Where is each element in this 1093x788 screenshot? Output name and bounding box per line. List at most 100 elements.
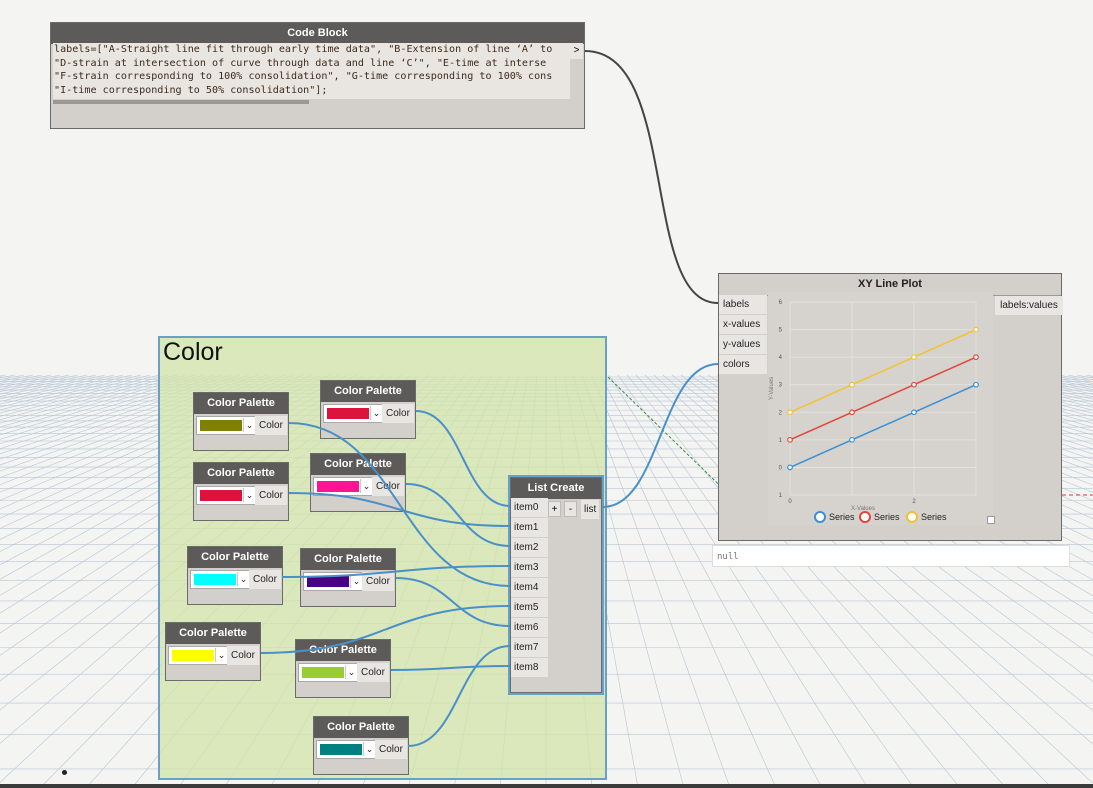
color-swatch	[302, 667, 344, 678]
chevron-down-icon[interactable]: ⌄	[360, 479, 372, 493]
list-input-port[interactable]: item5	[511, 598, 548, 617]
legend-label: Series	[874, 512, 900, 522]
y-tick-label: 0	[779, 465, 783, 471]
color-palette-node[interactable]: Color Palette ⌄ Color	[187, 546, 283, 605]
xy-input-port[interactable]: labels	[719, 295, 767, 314]
legend-item: Series	[859, 511, 900, 523]
color-swatch-box[interactable]: ⌄	[323, 404, 383, 423]
data-point	[911, 409, 917, 416]
color-swatch-box[interactable]: ⌄	[303, 572, 363, 591]
list-input-port[interactable]: item8	[511, 658, 548, 677]
chevron-down-icon[interactable]: ⌄	[345, 665, 357, 679]
data-point	[973, 354, 979, 361]
data-point	[911, 354, 917, 361]
xy-input-port[interactable]: colors	[719, 355, 767, 374]
y-tick-label: 3	[779, 383, 783, 389]
xy-input-port[interactable]: x-values	[719, 315, 767, 334]
list-input-port[interactable]: item3	[511, 558, 548, 577]
color-swatch	[172, 650, 214, 661]
preview-checkbox[interactable]	[987, 516, 995, 524]
list-input-port[interactable]: item1	[511, 518, 548, 537]
legend-marker-icon	[859, 511, 871, 523]
color-swatch-box[interactable]: ⌄	[298, 663, 358, 682]
xy-input-port[interactable]: y-values	[719, 335, 767, 354]
color-palette-node[interactable]: Color Palette ⌄ Color	[310, 453, 406, 512]
group-title: Color	[163, 338, 223, 366]
chevron-down-icon[interactable]: ⌄	[350, 574, 362, 588]
color-output-port[interactable]: Color	[362, 572, 394, 591]
data-point	[849, 436, 855, 443]
color-output-port[interactable]: Color	[382, 404, 414, 423]
code-block-output-port[interactable]: >	[570, 43, 583, 59]
code-block-title: Code Block	[51, 23, 584, 44]
code-line: labels=["A-Straight line fit through ear…	[54, 44, 553, 55]
color-palette-node[interactable]: Color Palette ⌄ Color	[295, 639, 391, 698]
chevron-down-icon[interactable]: ⌄	[215, 648, 227, 662]
data-point	[849, 381, 855, 388]
list-input-port[interactable]: item7	[511, 638, 548, 657]
code-horizontal-scrollbar[interactable]	[53, 100, 309, 104]
color-palette-title: Color Palette	[194, 393, 288, 414]
add-input-button[interactable]: +	[548, 501, 561, 517]
color-swatch-box[interactable]: ⌄	[196, 416, 256, 435]
legend-label: Series	[921, 512, 947, 522]
legend-item: Series	[814, 511, 855, 523]
code-block-node[interactable]: Code Block labels=["A-Straight line fit …	[50, 22, 585, 129]
data-point	[973, 381, 979, 388]
color-swatch-box[interactable]: ⌄	[316, 740, 376, 759]
color-output-port[interactable]: Color	[357, 663, 389, 682]
list-input-port[interactable]: item4	[511, 578, 548, 597]
code-editor[interactable]: labels=["A-Straight line fit through ear…	[53, 43, 570, 99]
color-swatch-box[interactable]: ⌄	[190, 570, 250, 589]
color-swatch-box[interactable]: ⌄	[313, 477, 373, 496]
list-output-port[interactable]: list	[581, 500, 600, 519]
y-axis-label: Y-Values	[769, 377, 775, 400]
color-palette-node[interactable]: Color Palette ⌄ Color	[300, 548, 396, 607]
color-swatch-box[interactable]: ⌄	[196, 486, 256, 505]
color-output-port[interactable]: Color	[249, 570, 281, 589]
color-output-port[interactable]: Color	[255, 416, 287, 435]
color-output-port[interactable]: Color	[227, 646, 259, 665]
remove-input-button[interactable]: -	[564, 501, 577, 517]
chevron-down-icon[interactable]: ⌄	[370, 406, 382, 420]
x-axis-label: X-Values	[851, 506, 875, 512]
list-input-port[interactable]: item6	[511, 618, 548, 637]
canvas-dot	[62, 770, 67, 775]
list-input-port[interactable]: item0	[511, 498, 548, 517]
data-point	[849, 409, 855, 416]
chevron-down-icon[interactable]: ⌄	[237, 572, 249, 586]
series-line	[789, 356, 977, 441]
color-swatch-box[interactable]: ⌄	[168, 646, 228, 665]
color-palette-title: Color Palette	[301, 549, 395, 570]
color-palette-node[interactable]: Color Palette ⌄ Color	[193, 462, 289, 521]
color-swatch	[200, 420, 242, 431]
list-input-port[interactable]: item2	[511, 538, 548, 557]
xy-output-port[interactable]: labels:values	[995, 296, 1063, 315]
status-bar	[0, 784, 1093, 788]
y-tick-label: 1	[779, 493, 783, 499]
color-palette-node[interactable]: Color Palette ⌄ Color	[320, 380, 416, 439]
chevron-down-icon[interactable]: ⌄	[243, 418, 255, 432]
color-palette-node[interactable]: Color Palette ⌄ Color	[313, 716, 409, 775]
color-output-port[interactable]: Color	[375, 740, 407, 759]
chevron-down-icon[interactable]: ⌄	[243, 488, 255, 502]
color-swatch	[194, 574, 236, 585]
code-line: "F-strain corresponding to 100% consolid…	[54, 71, 553, 83]
code-line: "I-time corresponding to 50% consolidati…	[54, 84, 328, 96]
color-palette-node[interactable]: Color Palette ⌄ Color	[193, 392, 289, 451]
chevron-down-icon[interactable]: ⌄	[363, 742, 375, 756]
color-palette-node[interactable]: Color Palette ⌄ Color	[165, 622, 261, 681]
color-palette-title: Color Palette	[321, 381, 415, 402]
preview-output: null	[712, 545, 1070, 567]
list-create-title: List Create	[511, 478, 601, 499]
color-swatch	[307, 576, 349, 587]
color-palette-title: Color Palette	[166, 623, 260, 644]
color-output-port[interactable]: Color	[372, 477, 404, 496]
color-output-port[interactable]: Color	[255, 486, 287, 505]
x-tick-label: 2	[912, 499, 916, 505]
legend-label: Series	[829, 512, 855, 522]
